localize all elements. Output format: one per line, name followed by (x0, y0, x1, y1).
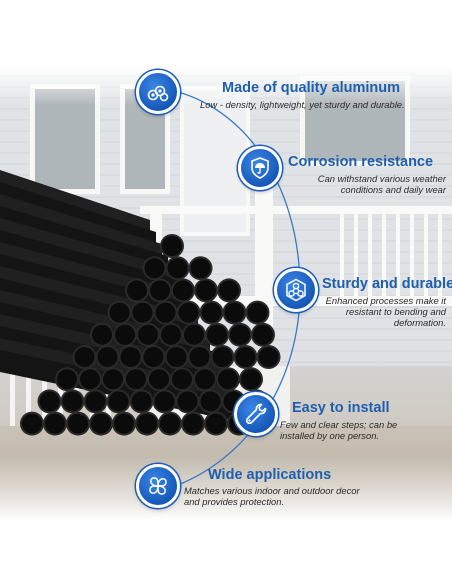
pipe-hole (149, 369, 169, 390)
feature-title: Sturdy and durable (322, 276, 452, 292)
pipe-hole (200, 391, 221, 412)
pipe-hole (137, 413, 157, 434)
feature-badge-1 (136, 70, 180, 114)
feature-3-desc: Enhanced processes make it resistant to … (322, 295, 446, 328)
pipe-hole (177, 391, 198, 412)
pipe-hole (115, 324, 135, 345)
feature-5-desc: Matches various indoor and outdoor decor… (184, 485, 360, 507)
pipe-hole (167, 258, 188, 279)
pipe-hole (45, 413, 65, 434)
feature-title: Made of quality aluminum (222, 80, 401, 96)
feature-desc: Low - density, lightweight, yet sturdy a… (200, 99, 405, 110)
pipe-hole (120, 347, 141, 367)
pipe-hole (150, 280, 170, 301)
pipe-hole (178, 302, 199, 323)
feature-desc: Enhanced processes make it resistant to … (325, 295, 446, 328)
feature-badge-4 (234, 392, 278, 436)
feature-2: Corrosion resistance (288, 154, 433, 170)
pipe-hole (166, 347, 187, 367)
feature-badge-3 (274, 268, 318, 312)
pipe-hole (22, 413, 42, 434)
pipe-hole (91, 413, 111, 434)
pipe-hole (235, 347, 256, 367)
pipe-hole (85, 391, 106, 412)
feature-1-desc: Low - density, lightweight, yet sturdy a… (200, 99, 440, 110)
deck-rail (140, 206, 452, 214)
feature-5: Wide applications (208, 467, 331, 483)
pipe-hole (212, 347, 233, 367)
pipe-hole (114, 413, 134, 434)
feature-desc: Can withstand various weather conditions… (317, 173, 446, 195)
feature-title: Corrosion resistance (288, 154, 434, 170)
pipe-hole (127, 280, 147, 301)
pipe-hole (132, 302, 153, 323)
pipe-hole (126, 369, 146, 390)
pipe-hole (97, 347, 118, 367)
pipe-bundle (0, 170, 281, 436)
feature-2-desc: Can withstand various weather conditions… (282, 173, 446, 195)
pipe-hole (195, 369, 215, 390)
pipe-hole (218, 369, 238, 390)
hexagon-structure-icon (286, 278, 306, 302)
feature-desc: Matches various indoor and outdoor decor… (184, 485, 360, 507)
deck-balusters (340, 214, 452, 296)
pipe-hole (108, 391, 129, 412)
pipe-hole (80, 369, 100, 390)
pipe-hole (161, 324, 181, 345)
pipe-hole (190, 258, 211, 279)
feature-title: Wide applications (208, 467, 332, 483)
pipe-hole (154, 391, 175, 412)
pipe-hole (109, 302, 130, 323)
pipe-hole (144, 258, 165, 279)
feature-4-desc: Few and clear steps; can be installed by… (280, 419, 434, 441)
feature-badge-2 (238, 146, 282, 190)
feature-4: Easy to install (292, 400, 390, 416)
pipe-hole (155, 302, 176, 323)
pipe-hole (143, 347, 164, 367)
feature-1: Made of quality aluminum (222, 80, 400, 96)
pipe-hole (68, 413, 88, 434)
pipe-hole (184, 324, 204, 345)
pipe-hole (162, 236, 182, 256)
pipe-hole (183, 413, 203, 434)
pipe-hole (201, 302, 222, 323)
pipe-hole (103, 369, 123, 390)
pipe-hole (160, 413, 180, 434)
deck-post (255, 181, 273, 331)
wrench-icon (245, 403, 267, 425)
pipe-hole (253, 324, 273, 345)
pipe-hole (62, 391, 83, 412)
feature-badge-5 (136, 464, 180, 508)
pipe-hole (131, 391, 152, 412)
feature-3: Sturdy and durable (322, 276, 452, 292)
four-leaf-icon (149, 477, 167, 495)
feature-desc: Few and clear steps; can be installed by… (280, 419, 398, 441)
pipe-hole (196, 280, 216, 301)
pipe-hole (92, 324, 112, 345)
pipe-hole (173, 280, 193, 301)
feature-title: Easy to install (292, 400, 390, 416)
pipe-hole (241, 369, 261, 390)
pipes-icon (147, 85, 169, 102)
pipe-hole (39, 391, 60, 412)
umbrella-shield-icon (251, 157, 269, 179)
pipe-hole (258, 347, 279, 367)
pipe-hole (74, 347, 95, 367)
pipe-hole (138, 324, 158, 345)
pipe-hole (206, 413, 226, 434)
pipe-hole (172, 369, 192, 390)
pipe-hole (189, 347, 210, 367)
pipe-hole (247, 302, 268, 323)
pipe-hole (57, 369, 77, 390)
pipe-hole (224, 302, 245, 323)
pipe-hole (207, 324, 227, 345)
pipe-hole (230, 324, 250, 345)
pipe-hole (219, 280, 239, 301)
